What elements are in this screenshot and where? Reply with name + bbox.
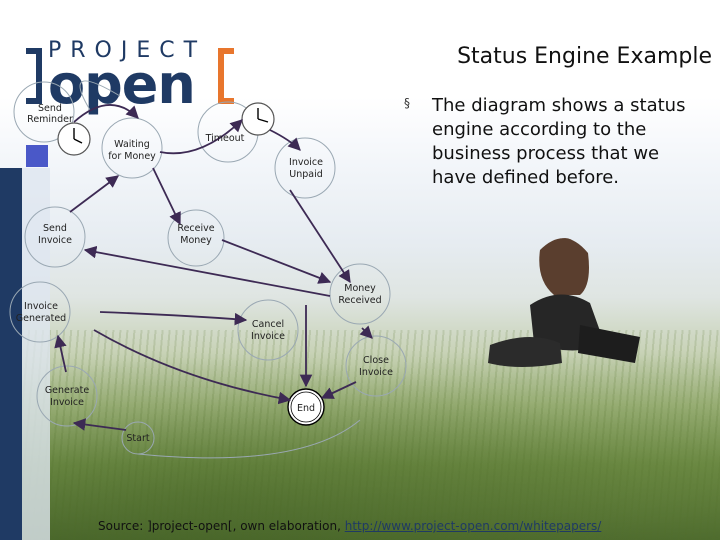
node-label: Money xyxy=(180,235,212,246)
node-label: Send xyxy=(38,103,62,114)
node-label: Start xyxy=(126,433,149,444)
logo-left-bracket xyxy=(26,48,42,104)
node-label: Invoice xyxy=(359,367,393,378)
project-open-logo: PROJECT open xyxy=(12,20,234,112)
node-invoice-unpaid: Invoice Unpaid xyxy=(289,157,323,180)
source-link[interactable]: http://www.project-open.com/whitepapers/ xyxy=(344,519,602,533)
node-receive-money: Receive Money xyxy=(177,223,214,246)
node-generate-invoice: Generate Invoice xyxy=(45,385,90,408)
node-close-invoice: Close Invoice xyxy=(359,355,393,378)
node-label: Invoice xyxy=(50,397,84,408)
bullet-text: The diagram shows a status engine accord… xyxy=(432,95,686,188)
node-label: Cancel xyxy=(252,319,284,330)
node-end: End xyxy=(297,403,315,414)
accent-square xyxy=(26,145,48,167)
node-invoice-generated: Invoice Generated xyxy=(16,301,66,324)
node-waiting-for-money: Waiting for Money xyxy=(108,139,156,162)
bullet-marker: § xyxy=(404,96,410,110)
source-prefix: Source: ]project-open[, own elaboration, xyxy=(98,519,341,533)
node-label: Waiting xyxy=(114,139,150,150)
slide-title: Status Engine Example xyxy=(457,44,712,69)
node-label: Receive xyxy=(177,223,214,234)
node-label: Generated xyxy=(16,313,66,324)
node-label: Invoice xyxy=(289,157,323,168)
node-label: Invoice xyxy=(251,331,285,342)
node-label: Timeout xyxy=(205,133,245,144)
node-label: Invoice xyxy=(24,301,58,312)
node-timeout: Timeout xyxy=(205,133,245,144)
transition-arrows xyxy=(54,104,373,431)
logo-project-text: PROJECT xyxy=(48,38,207,63)
source-caption: Source: ]project-open[, own elaboration,… xyxy=(98,519,601,533)
node-label: Invoice xyxy=(38,235,72,246)
node-label: Send xyxy=(43,223,67,234)
logo-right-bracket xyxy=(218,48,234,104)
node-label: Received xyxy=(338,295,381,306)
woman-with-laptop-illustration xyxy=(488,238,640,367)
clock-icon xyxy=(57,122,91,156)
node-label: Unpaid xyxy=(289,169,323,180)
node-label: Money xyxy=(344,283,376,294)
left-sidebar-navy xyxy=(0,168,22,540)
node-label: Generate xyxy=(45,385,90,396)
clock-icon xyxy=(241,102,275,136)
node-send-reminder: Send Reminder xyxy=(27,103,73,125)
node-start: Start xyxy=(126,433,149,444)
node-label: End xyxy=(297,403,315,414)
left-sidebar-light xyxy=(22,168,50,540)
node-money-received: Money Received xyxy=(338,283,381,306)
node-label: Close xyxy=(363,355,389,366)
node-label: for Money xyxy=(108,151,156,162)
node-cancel-invoice: Cancel Invoice xyxy=(251,319,285,342)
node-send-invoice: Send Invoice xyxy=(38,223,72,246)
node-label: Reminder xyxy=(27,114,73,125)
grass-field xyxy=(0,330,720,540)
